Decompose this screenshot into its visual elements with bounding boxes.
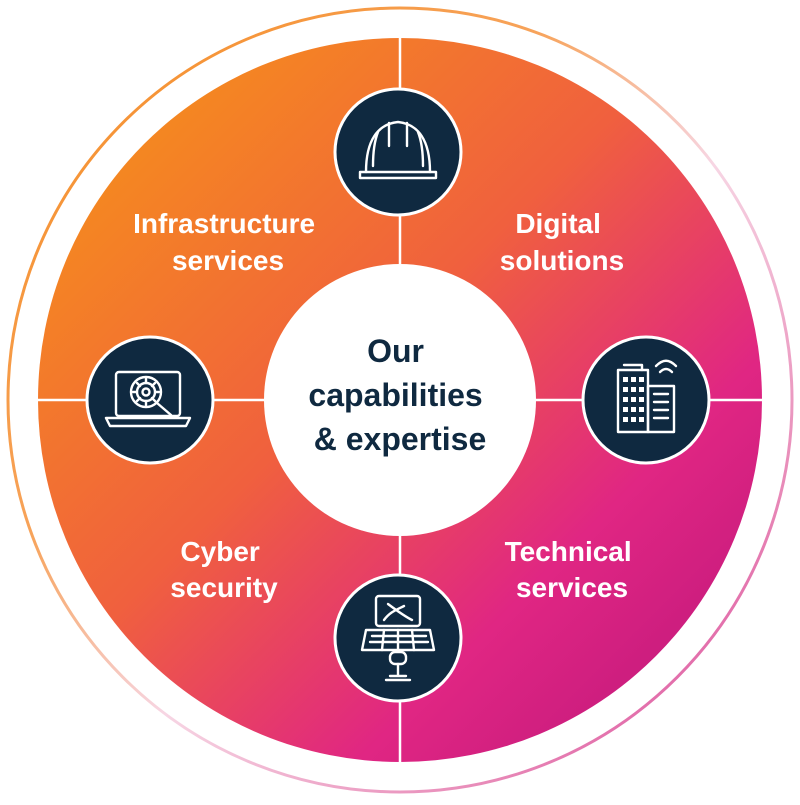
quadrant-label-infrastructure: Infrastructure services — [133, 208, 323, 276]
center-label-line-1: Our — [367, 333, 424, 369]
quadrant-label-infrastructure-line-2: services — [172, 245, 284, 276]
quadrant-label-cyber-line-2: security — [170, 572, 278, 603]
quadrant-label-cyber-line-1: Cyber — [180, 536, 259, 567]
center-circle — [264, 264, 536, 536]
quadrant-label-technical: Technical services — [505, 536, 640, 603]
center-label-line-2: capabilities — [308, 377, 482, 413]
quadrant-label-technical-line-1: Technical — [505, 536, 632, 567]
hard-hat-icon — [333, 87, 463, 217]
center-label-line-3: & expertise — [314, 421, 487, 457]
quadrant-label-digital-line-1: Digital — [515, 208, 601, 239]
laptop-gear-magnifier-icon — [85, 335, 215, 465]
quadrant-label-digital-line-2: solutions — [500, 245, 624, 276]
smart-building-icon — [581, 335, 711, 465]
quadrant-label-cyber: Cyber security — [170, 536, 278, 603]
outer-ring — [6, 6, 794, 794]
quadrant-label-technical-line-2: services — [516, 572, 628, 603]
quadrant-label-digital: Digital solutions — [500, 208, 624, 276]
control-station-icon — [333, 573, 463, 703]
center-label: Our capabilities & expertise — [308, 333, 491, 457]
quadrant-label-infrastructure-line-1: Infrastructure — [133, 208, 315, 239]
